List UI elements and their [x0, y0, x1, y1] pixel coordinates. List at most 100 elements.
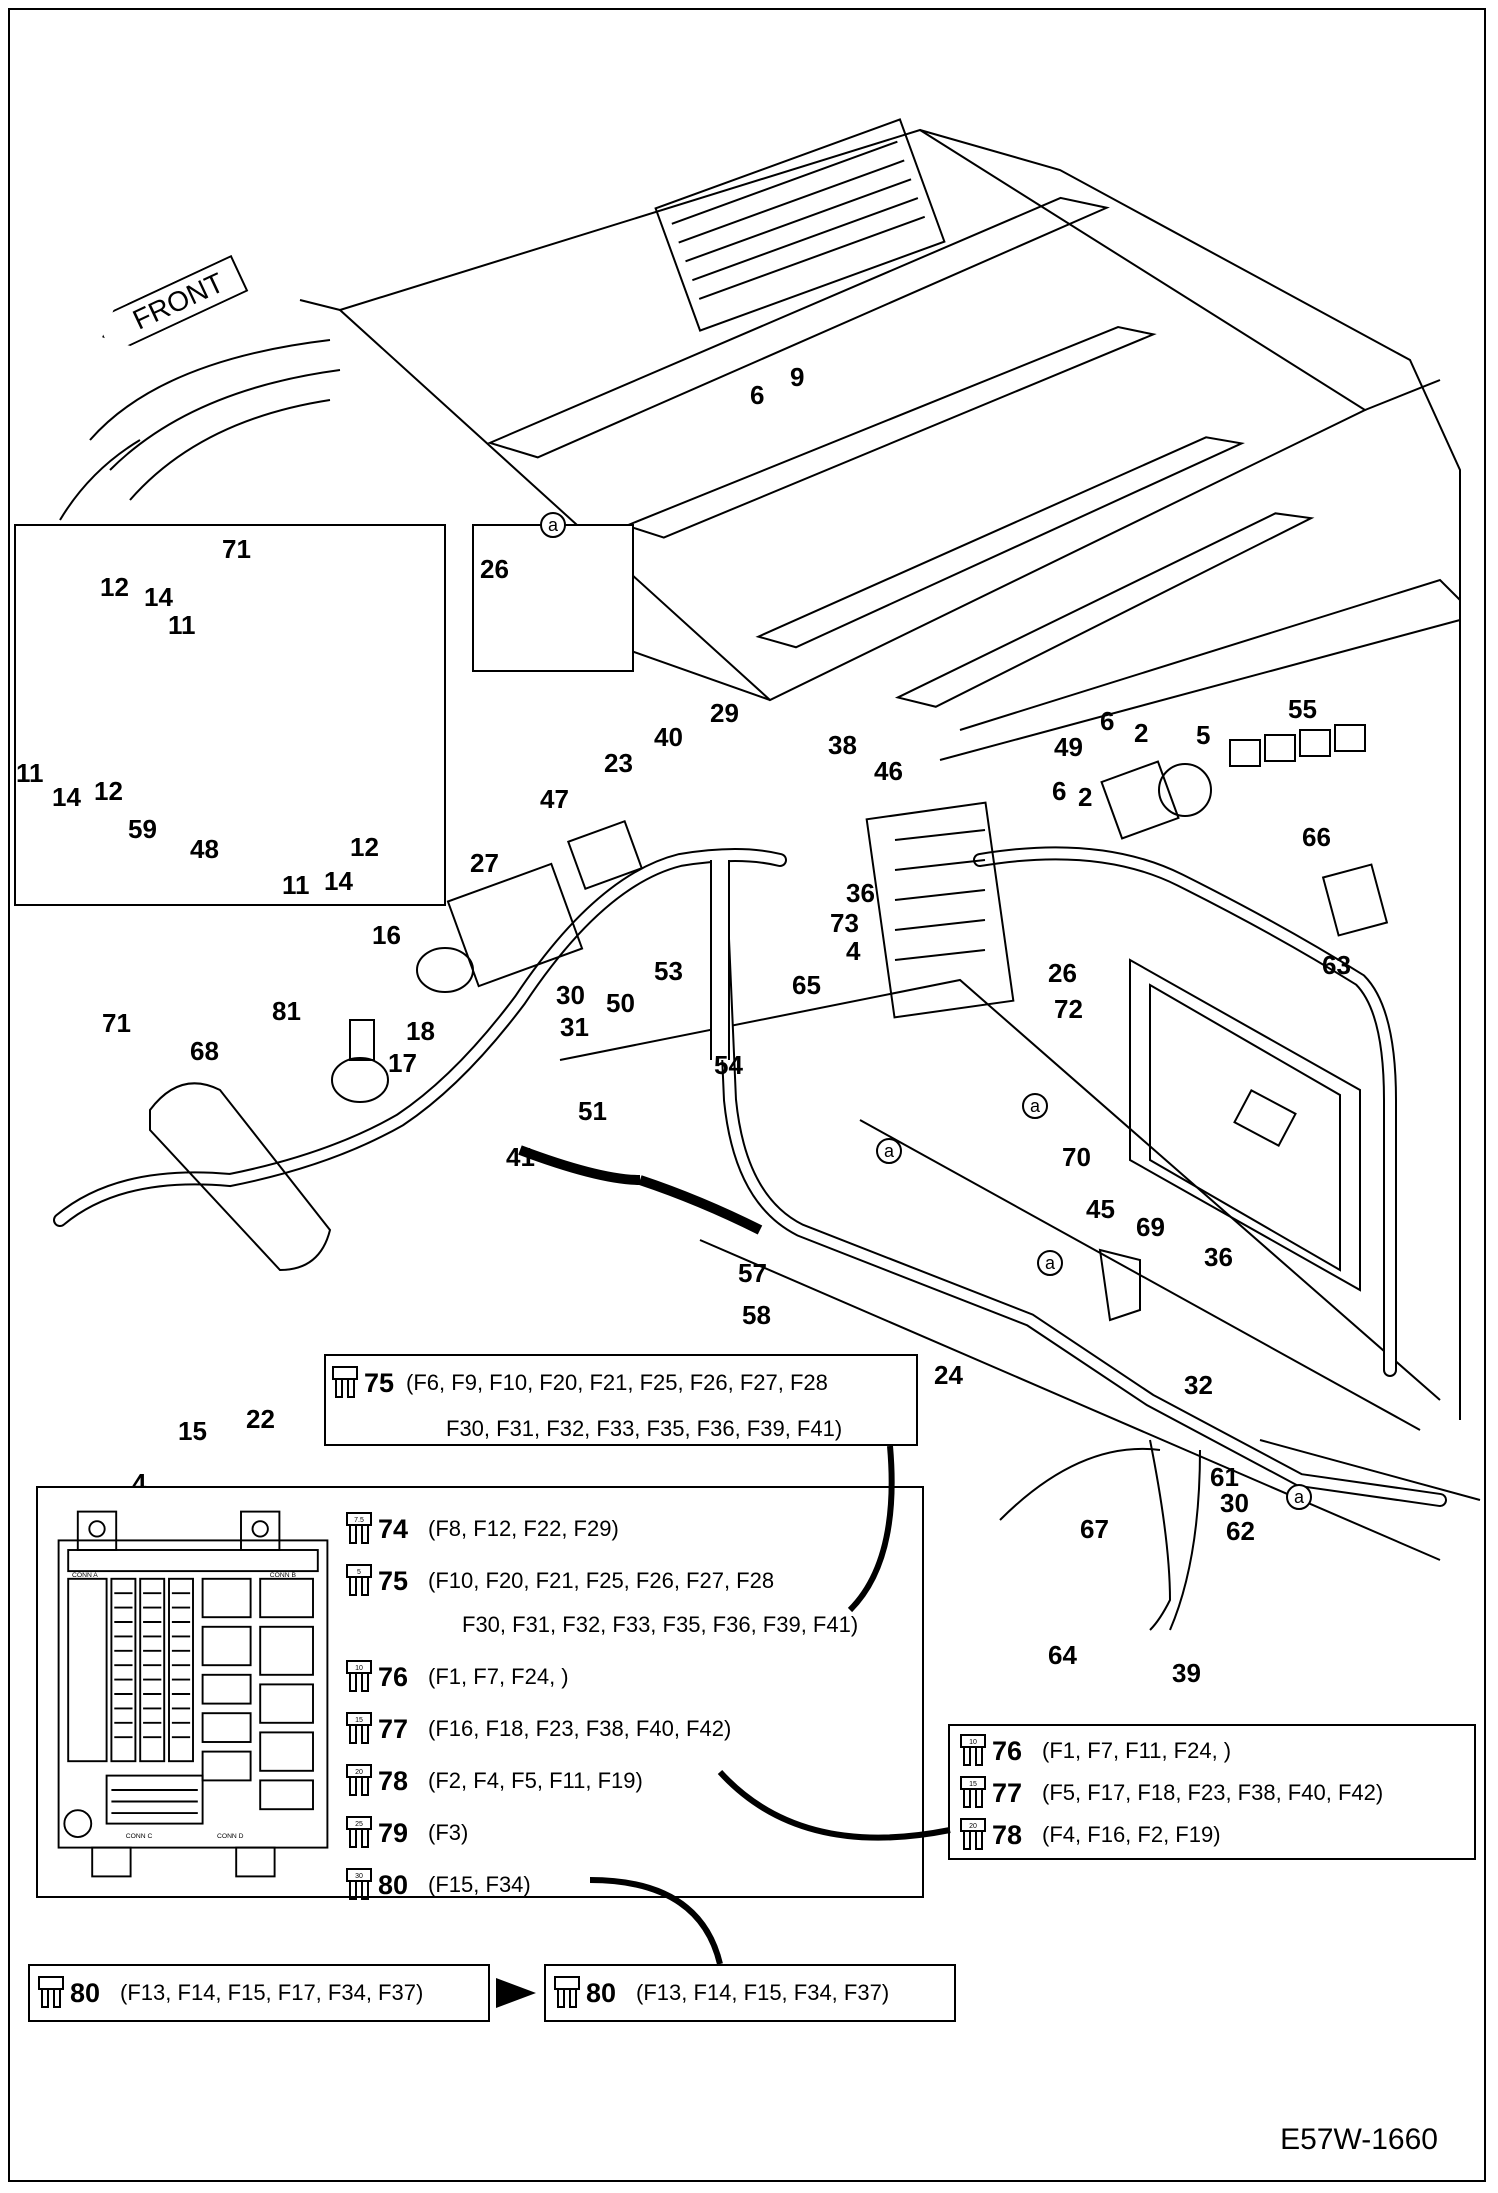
conn-c-text: CONN C	[126, 1833, 153, 1840]
part-label: 30	[1220, 1488, 1249, 1518]
part-label: 14	[144, 582, 173, 612]
fuse-icon: 20	[346, 1764, 372, 1796]
part-label: 14	[52, 782, 81, 812]
conn-a-text: CONN A	[72, 1572, 98, 1579]
fuse-number: 76	[992, 1735, 1023, 1766]
svg-text:5: 5	[357, 1569, 361, 1576]
fuse-list: (F3)	[428, 1820, 469, 1845]
conn-b-text: CONN B	[270, 1572, 297, 1579]
part-label: 11	[16, 758, 44, 788]
fuse-list: (F4, F16, F2, F19)	[1042, 1822, 1221, 1847]
fuse-icon	[38, 1976, 64, 2008]
replacement-arrow	[496, 1978, 536, 2008]
part-label: 70	[1062, 1142, 1091, 1172]
part-label: 54	[714, 1050, 743, 1080]
fuse-list: (F16, F18, F23, F38, F40, F42)	[428, 1716, 732, 1741]
fuse-number: 80	[378, 1869, 409, 1900]
fuse-list: (F15, F34)	[428, 1872, 531, 1897]
fuse-number: 75	[378, 1565, 409, 1596]
fuse-icon: 5	[346, 1564, 372, 1596]
cab-fuse-block	[865, 801, 1015, 1019]
fuse-80-new-box: 80 (F13, F14, F15, F34, F37)	[544, 1964, 956, 2022]
fuse-panel-row: 25 79 (F3)	[346, 1816, 468, 1850]
svg-text:10: 10	[355, 1665, 363, 1672]
fuse-icon	[554, 1976, 580, 2008]
part-label: 4	[846, 936, 861, 966]
part-label: 68	[190, 1036, 219, 1066]
conn-d-text: CONN D	[217, 1833, 244, 1840]
part-label: 64	[1048, 1640, 1077, 1670]
fuse-panel-row: 30 80 (F15, F34)	[346, 1868, 531, 1902]
part-label: 27	[470, 848, 499, 878]
part-label: 49	[1054, 732, 1083, 762]
part-label: 24	[934, 1360, 963, 1390]
fuse-80-old-row: 80 (F13, F14, F15, F17, F34, F37)	[38, 1976, 423, 2010]
part-label: 58	[742, 1300, 771, 1330]
callout-a-3: a	[1037, 1250, 1063, 1276]
part-label: 23	[604, 748, 633, 778]
part-label: 61	[1210, 1462, 1239, 1492]
callout-a-4: a	[1286, 1484, 1312, 1510]
fuse-number: 79	[378, 1817, 409, 1848]
part-label: 39	[1172, 1658, 1201, 1688]
fuse-list-cont: F30, F31, F32, F33, F35, F36, F39, F41)	[446, 1416, 843, 1441]
part-label: 53	[654, 956, 683, 986]
part-label: 63	[1322, 950, 1351, 980]
part-label: 47	[540, 784, 569, 814]
monitor-mount-inset	[14, 524, 446, 906]
part-label: 66	[1302, 822, 1331, 852]
svg-text:30: 30	[355, 1873, 363, 1880]
fuse-number: 77	[992, 1777, 1023, 1808]
part-label: 6	[1100, 706, 1115, 736]
part-label: 15	[178, 1416, 207, 1446]
fuse-75-box: 75 (F6, F9, F10, F20, F21, F25, F26, F27…	[324, 1354, 918, 1446]
part-label: 26	[1048, 958, 1077, 988]
part-label: 29	[710, 698, 739, 728]
part-label: 2	[1078, 782, 1093, 812]
part-label: 22	[246, 1404, 275, 1434]
fuse-number: 75	[364, 1367, 395, 1398]
fuse-list: (F10, F20, F21, F25, F26, F27, F28	[428, 1568, 775, 1593]
part-label: 59	[128, 814, 157, 844]
part-label: 67	[1080, 1514, 1109, 1544]
part-label: 81	[272, 996, 301, 1026]
fuse-list: (F13, F14, F15, F17, F34, F37)	[120, 1980, 424, 2005]
fuse-icon	[332, 1366, 358, 1398]
svg-text:7.5: 7.5	[354, 1517, 364, 1524]
fuse-80-new-row: 80 (F13, F14, F15, F34, F37)	[554, 1976, 889, 2010]
clamp-inset	[472, 524, 634, 672]
svg-text:15: 15	[355, 1717, 363, 1724]
fuse-number: 76	[378, 1661, 409, 1692]
fuse-right-row: 10 76 (F1, F7, F11, F24, )	[960, 1734, 1231, 1768]
part-label: 32	[1184, 1370, 1213, 1400]
part-label: 12	[100, 572, 129, 602]
part-label: 12	[350, 832, 379, 862]
svg-text:20: 20	[969, 1823, 977, 1830]
part-label: 55	[1288, 694, 1317, 724]
fuse-icon: 25	[346, 1816, 372, 1848]
svg-text:25: 25	[355, 1821, 363, 1828]
part-label: 73	[830, 908, 859, 938]
fuse-75-row: 75 (F6, F9, F10, F20, F21, F25, F26, F27…	[332, 1366, 828, 1400]
part-label: 6	[750, 380, 765, 410]
part-label: 14	[324, 866, 353, 896]
fuse-icon: 7.5	[346, 1512, 372, 1544]
monitor-71	[149, 1082, 332, 1272]
svg-text:10: 10	[969, 1739, 977, 1746]
part-label: 30	[556, 980, 585, 1010]
part-label: 50	[606, 988, 635, 1018]
fuse-number: 78	[378, 1765, 409, 1796]
part-label: 16	[372, 920, 401, 950]
fuse-panel-row: 5 75 (F10, F20, F21, F25, F26, F27, F28	[346, 1564, 774, 1598]
figure-id: E57W-1660	[1280, 2123, 1438, 2156]
part-label: 62	[1226, 1516, 1255, 1546]
part-label: 31	[560, 1012, 589, 1042]
fuse-list: (F1, F7, F24, )	[428, 1664, 569, 1689]
part-label: 71	[102, 1008, 131, 1038]
part-label: 57	[738, 1258, 767, 1288]
fuse-list: (F1, F7, F11, F24, )	[1042, 1738, 1232, 1763]
